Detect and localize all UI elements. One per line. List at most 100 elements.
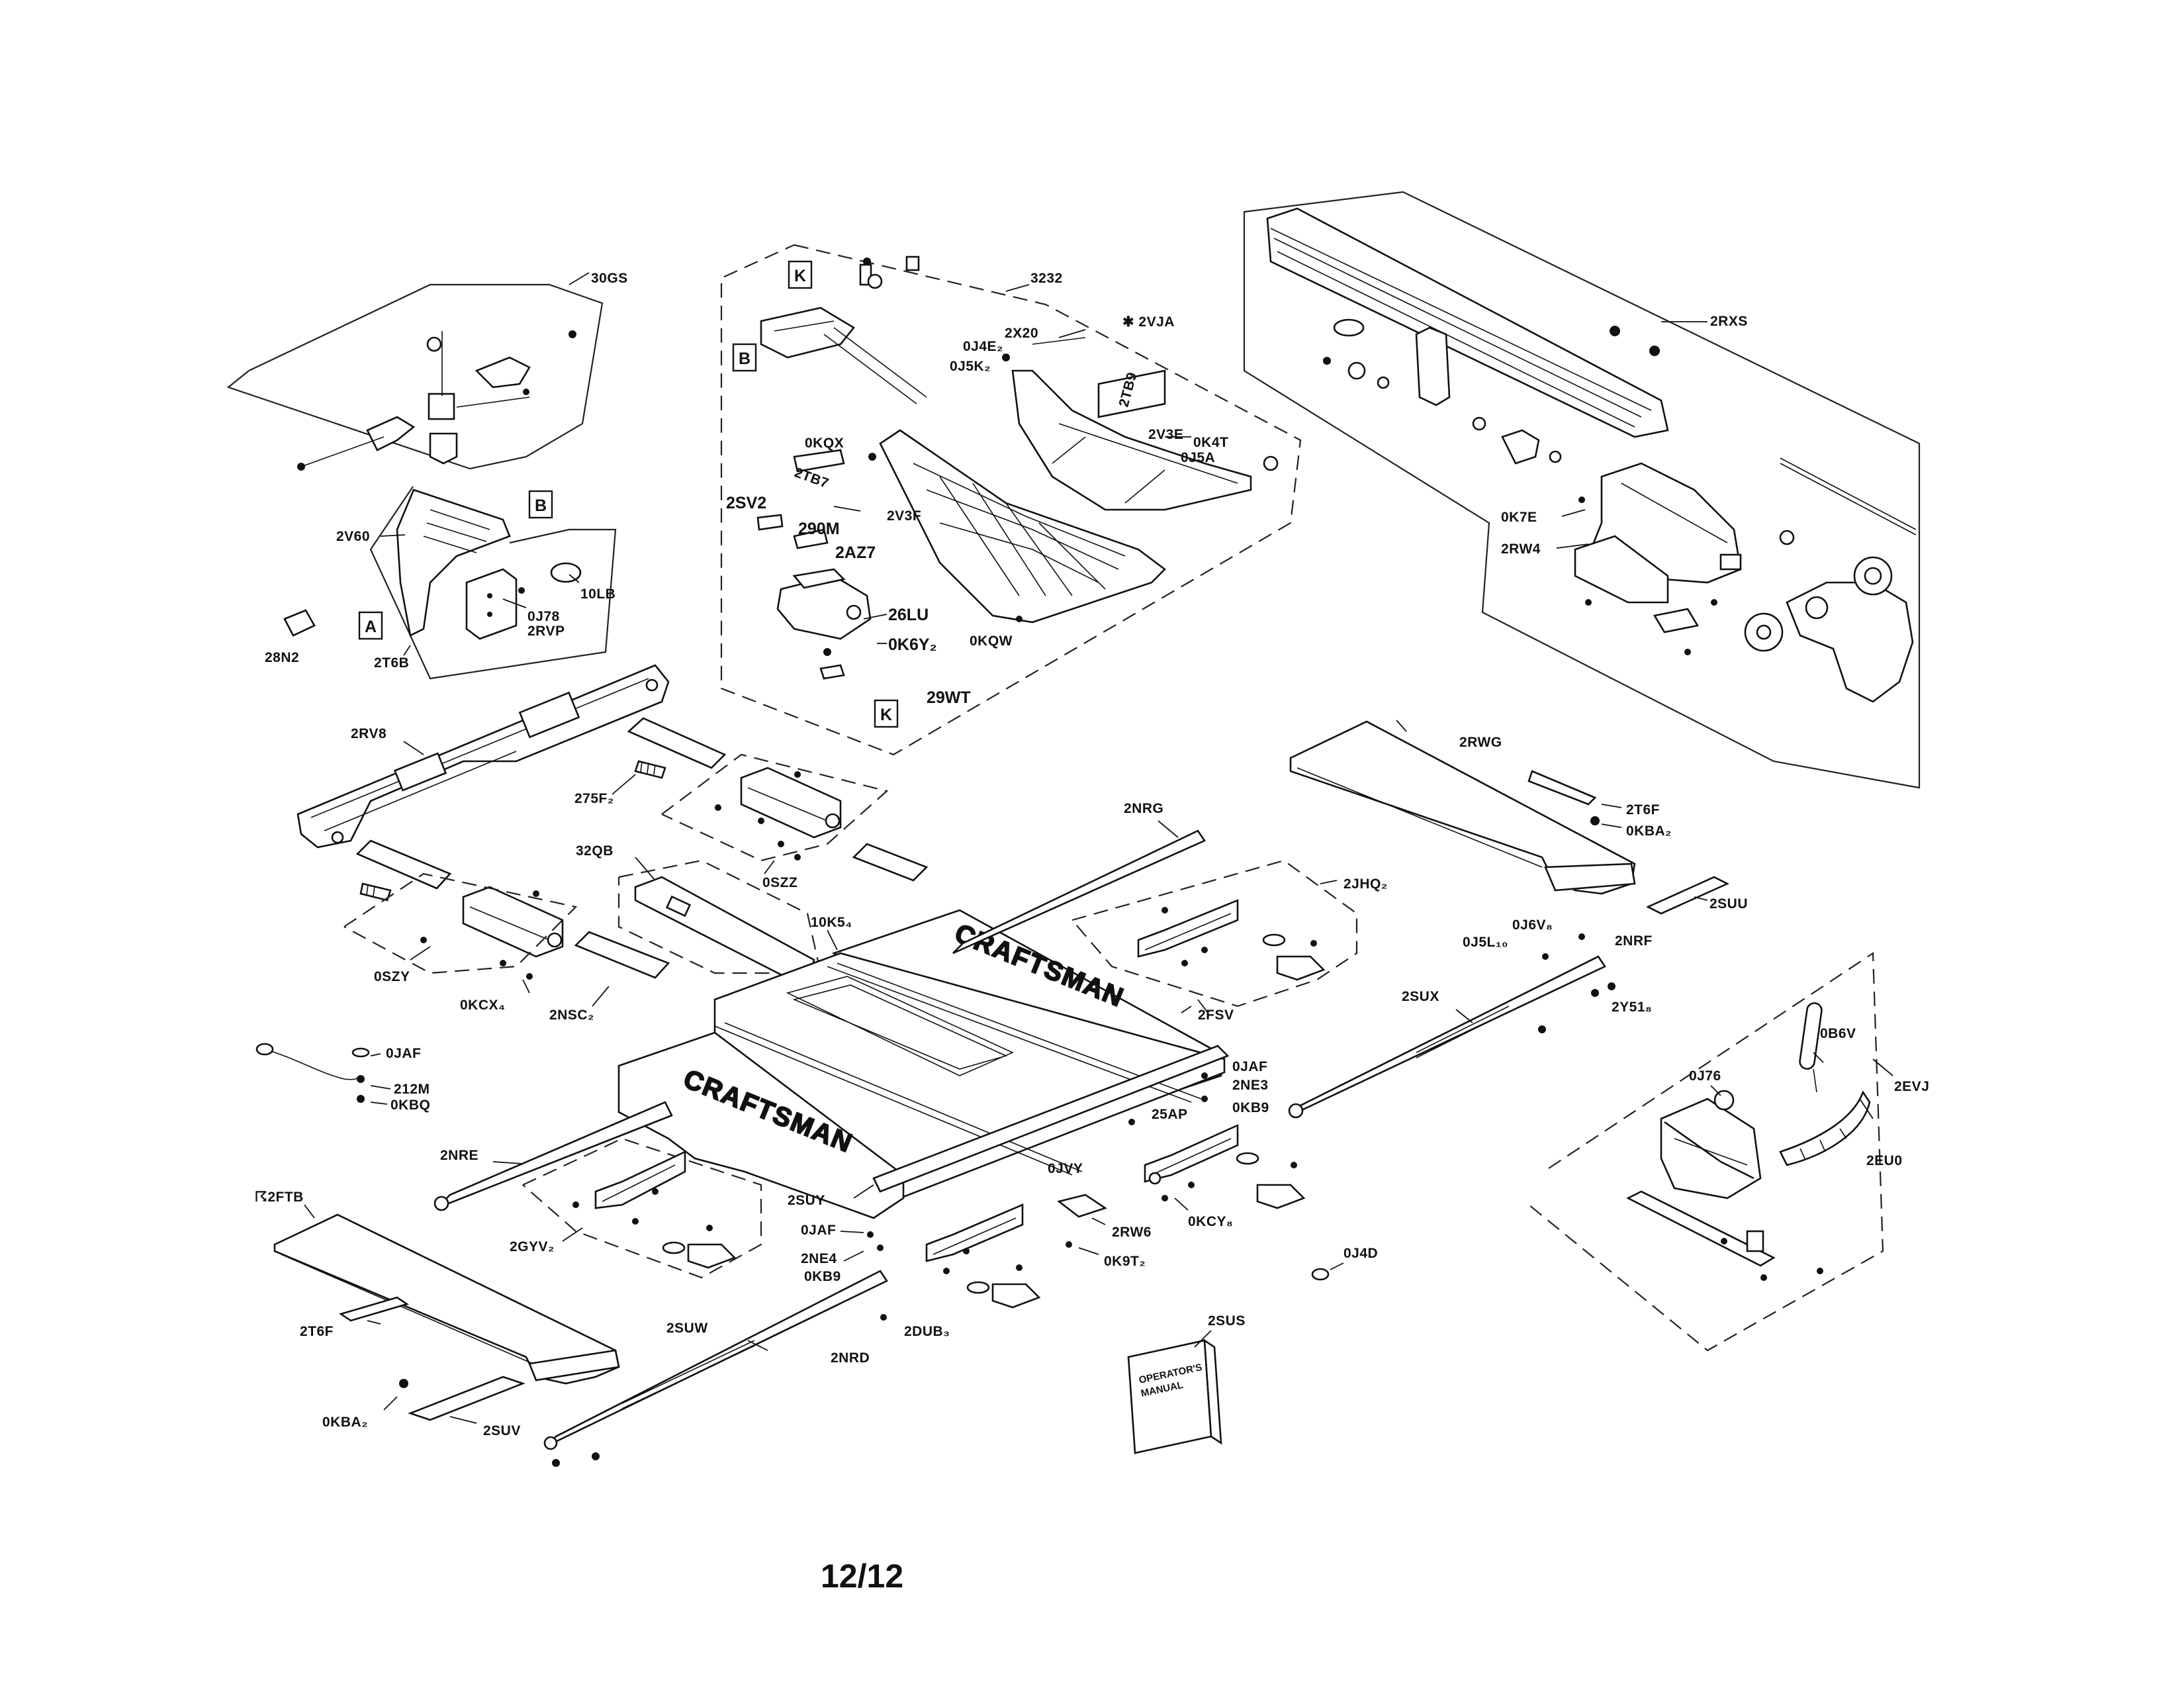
label-0kcy8: 0KCY₈ — [1188, 1214, 1233, 1229]
label-29wt: 29WT — [927, 688, 971, 707]
label-0j76: 0J76 — [1689, 1068, 1721, 1084]
label-2gyv2: 2GYV₂ — [510, 1239, 555, 1254]
sliding-bar-2nrd-part — [543, 1270, 888, 1467]
label-0jvy: 0JVY — [1048, 1161, 1083, 1176]
splitter-assembly-group: K B K — [720, 244, 1302, 756]
label-0kba2-a: 0KBA₂ — [322, 1415, 368, 1430]
rail-2nrg-part — [952, 820, 1206, 955]
part-labels: 30GS 2V60 10LB 0J78 2RVP 2T6B 28N2 3232 … — [255, 271, 1929, 1438]
label-0kb9-a: 0KB9 — [804, 1269, 841, 1284]
label-30gs: 30GS — [591, 271, 628, 286]
label-2suw: 2SUW — [666, 1321, 708, 1336]
label-2ftb: ☈2FTB — [255, 1190, 304, 1205]
rip-fence-assembly-group — [1243, 191, 1921, 789]
cord-212m-part — [255, 1043, 391, 1105]
group-outline-2rxs — [1243, 191, 1921, 789]
slide-block-2fsv-part — [1071, 859, 1358, 1013]
label-0j6v8: 0J6V₈ — [1512, 917, 1553, 933]
label-2nre: 2NRE — [440, 1148, 478, 1163]
label-290m: 290M — [798, 520, 840, 538]
label-2suv: 2SUV — [483, 1423, 521, 1438]
label-0kba2-b: 0KBA₂ — [1626, 823, 1672, 839]
slide-block-0kcy8-part — [1144, 1123, 1306, 1211]
label-plate-290m — [793, 528, 829, 549]
fence-lock-head-part — [1574, 462, 1742, 655]
guard-half-2v3e-part — [1011, 369, 1252, 511]
label-2nrd: 2NRD — [831, 1350, 870, 1366]
part-28n2 — [283, 609, 316, 637]
callout-box-a — [358, 611, 383, 640]
label-0k6y2: 0K6Y₂ — [888, 635, 937, 654]
label-275f2: 275F₂ — [574, 791, 614, 806]
label-0kbq: 0KBQ — [390, 1098, 430, 1113]
label-0jaf-b: 0JAF — [801, 1223, 836, 1238]
label-2v60: 2V60 — [336, 529, 370, 544]
slide-block-0szz-part — [715, 767, 842, 861]
spring-275f2-part — [634, 760, 666, 779]
label-2nrg: 2NRG — [1124, 801, 1163, 816]
callout-box-b-top — [528, 490, 553, 519]
label-plate-2tb7 — [793, 449, 845, 473]
label-26lu: 26LU — [888, 606, 929, 624]
label-2jhq2: 2JHQ₂ — [1343, 876, 1388, 892]
label-2t6f-a: 2T6F — [300, 1324, 334, 1339]
label-2eu0: 2EU0 — [1866, 1153, 1903, 1168]
label-plate-2sv2 — [756, 514, 784, 531]
label-2rv8: 2RV8 — [351, 726, 387, 741]
table-top-part: CRAFTSMAN CRAFTSMAN — [617, 909, 1230, 1219]
guard-assembly-group: B A — [226, 272, 617, 680]
label-0jaf-a: 0JAF — [386, 1046, 421, 1061]
group-outline-30gs — [226, 283, 604, 470]
group-outline-3232 — [720, 244, 1302, 756]
left-extension-slide-group — [296, 664, 929, 1007]
label-2vja: ✱ 2VJA — [1122, 314, 1175, 330]
plate-2rw6-part — [1057, 1194, 1107, 1255]
label-0jaf-c: 0JAF — [1232, 1059, 1267, 1074]
callout-letter-b-left: B — [739, 350, 751, 368]
label-3232: 3232 — [1030, 271, 1063, 286]
label-2v3f: 2V3F — [887, 508, 921, 524]
miter-gauge-body-part — [1660, 1090, 1762, 1199]
label-2rvp: 2RVP — [527, 624, 565, 639]
label-0j5l10: 0J5L₁₀ — [1463, 935, 1508, 950]
label-2fsv: 2FSV — [1198, 1008, 1234, 1023]
label-28n2: 28N2 — [265, 650, 299, 665]
label-0j4d: 0J4D — [1343, 1246, 1378, 1261]
label-0szy: 0SZY — [374, 969, 410, 984]
dashed-outline-0szz — [661, 753, 889, 862]
callout-letter-a: A — [365, 618, 377, 636]
callout-box-k-bottom — [874, 699, 899, 728]
callout-letter-k-bottom: K — [880, 706, 892, 724]
label-2rxs: 2RXS — [1710, 314, 1748, 329]
slide-block-0kcx4-part — [420, 886, 564, 980]
callout-letter-b-top: B — [535, 496, 547, 515]
label-0kqw: 0KQW — [970, 633, 1013, 649]
label-0b6v: 0B6V — [1820, 1026, 1856, 1041]
label-2nsc2: 2NSC₂ — [549, 1008, 594, 1023]
label-0kcx4: 0KCX₄ — [460, 998, 506, 1013]
label-25ap: 25AP — [1152, 1107, 1188, 1122]
rail-mount-center-part — [840, 1203, 1041, 1321]
page-number: 12/12 — [821, 1558, 904, 1595]
group-outline-30gs-lower — [369, 486, 617, 680]
riving-bracket-part — [760, 256, 927, 404]
label-2evj: 2EVJ — [1894, 1079, 1929, 1094]
label-2t6f-b: 2T6F — [1626, 802, 1660, 818]
label-2sv2: 2SV2 — [726, 494, 766, 512]
label-2dub3: 2DUB₃ — [904, 1324, 950, 1339]
label-2nrf: 2NRF — [1615, 933, 1653, 949]
group-outline-2evj — [1528, 951, 1884, 1352]
label-10k54: 10K5₄ — [811, 915, 852, 930]
spring-left-part — [359, 882, 392, 902]
left-extension-wing-2ftb-part — [273, 1204, 620, 1424]
miter-gauge-group — [1528, 951, 1893, 1352]
label-2ne4: 2NE4 — [801, 1251, 837, 1266]
left-rail-2nre-part — [433, 1101, 673, 1211]
label-2rw4: 2RW4 — [1501, 541, 1541, 557]
label-2sus: 2SUS — [1208, 1313, 1246, 1329]
label-0j5a: 0J5A — [1181, 450, 1215, 465]
dashed-outline-0szy — [343, 872, 578, 974]
label-0k4t: 0K4T — [1193, 435, 1228, 450]
fence-knob-part — [1333, 318, 1365, 337]
slide-block-2gyv2-part — [522, 1137, 762, 1279]
